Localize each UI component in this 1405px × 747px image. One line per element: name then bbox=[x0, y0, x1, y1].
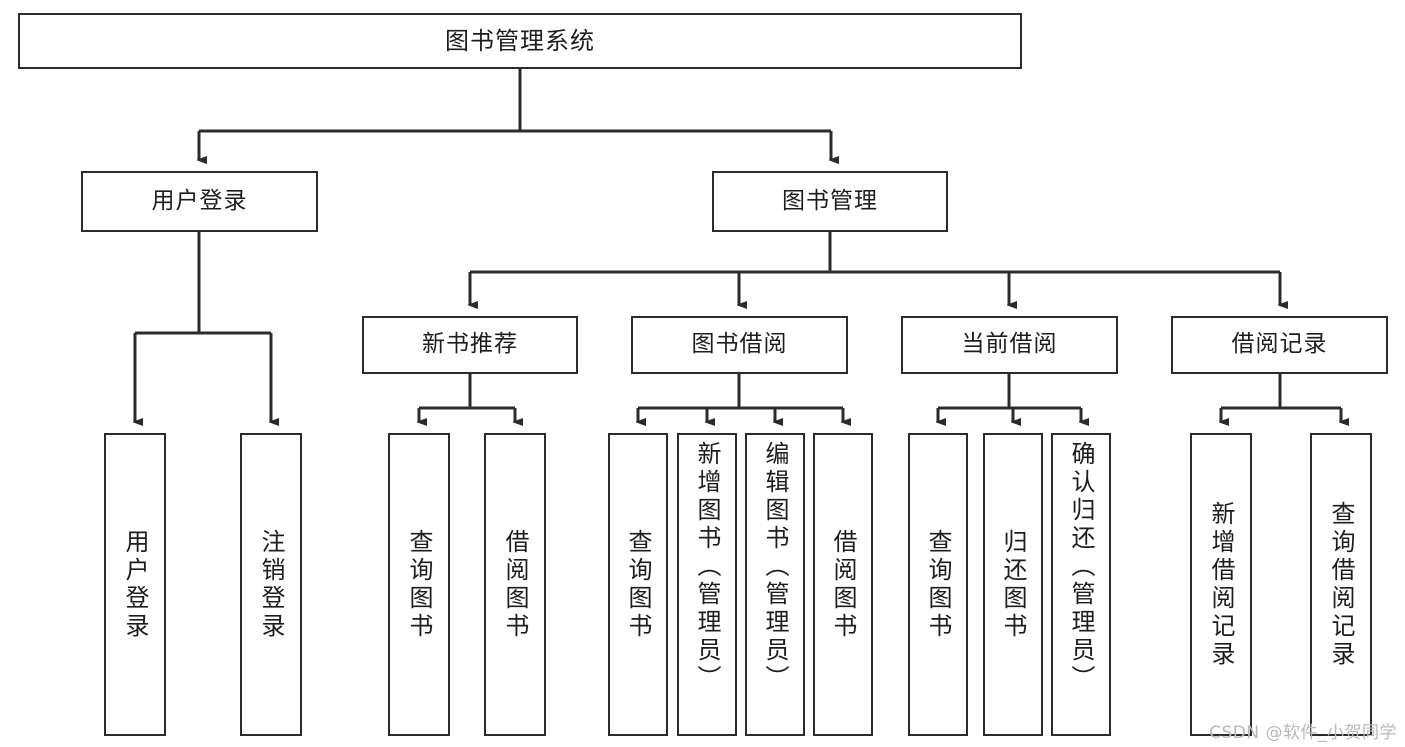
node-borrow-record[interactable]: 借阅记录 bbox=[1171, 316, 1388, 374]
leaf-confirm-return-admin[interactable]: 确认归还（管理员） bbox=[1051, 433, 1111, 736]
node-book-borrow-label: 图书借阅 bbox=[691, 331, 788, 358]
node-current-borrow-label: 当前借阅 bbox=[961, 331, 1058, 358]
leaf-add-borrow-record-label: 新增借阅记录 bbox=[1207, 500, 1235, 669]
leaf-query-borrow-record-label: 查询借阅记录 bbox=[1327, 500, 1355, 669]
node-user-login-label: 用户登录 bbox=[151, 187, 248, 214]
leaf-return-book[interactable]: 归还图书 bbox=[983, 433, 1043, 736]
node-new-book-rec-label: 新书推荐 bbox=[422, 331, 518, 358]
node-book-borrow[interactable]: 图书借阅 bbox=[631, 316, 848, 374]
leaf-query-book-3-label: 查询图书 bbox=[924, 528, 952, 641]
node-user-login[interactable]: 用户登录 bbox=[81, 171, 318, 232]
node-root[interactable]: 图书管理系统 bbox=[18, 13, 1022, 69]
leaf-confirm-return-admin-label: 确认归还（管理员） bbox=[1067, 441, 1095, 693]
leaf-user-login[interactable]: 用户登录 bbox=[104, 433, 166, 736]
node-book-manage-label: 图书管理 bbox=[782, 187, 878, 214]
leaf-add-book-admin-label: 新增图书（管理员） bbox=[693, 441, 721, 693]
node-book-manage[interactable]: 图书管理 bbox=[712, 171, 948, 232]
leaf-query-book-2[interactable]: 查询图书 bbox=[608, 433, 668, 736]
leaf-edit-book-admin[interactable]: 编辑图书（管理员） bbox=[745, 433, 805, 736]
leaf-query-borrow-record[interactable]: 查询借阅记录 bbox=[1310, 433, 1372, 736]
leaf-query-book-3[interactable]: 查询图书 bbox=[908, 433, 968, 736]
watermark-text: CSDN @软件_小贺同学 bbox=[1209, 723, 1397, 743]
leaf-add-borrow-record[interactable]: 新增借阅记录 bbox=[1190, 433, 1252, 736]
leaf-borrow-book-1-label: 借阅图书 bbox=[501, 528, 529, 641]
node-root-label: 图书管理系统 bbox=[445, 26, 595, 55]
leaf-borrow-book-2[interactable]: 借阅图书 bbox=[813, 433, 873, 736]
leaf-user-logout-label: 注销登录 bbox=[257, 528, 285, 641]
node-new-book-rec[interactable]: 新书推荐 bbox=[362, 316, 578, 374]
node-current-borrow[interactable]: 当前借阅 bbox=[901, 316, 1118, 374]
leaf-borrow-book-2-label: 借阅图书 bbox=[829, 528, 857, 641]
leaf-user-logout[interactable]: 注销登录 bbox=[240, 433, 302, 736]
leaf-query-book-1-label: 查询图书 bbox=[405, 528, 433, 641]
leaf-return-book-label: 归还图书 bbox=[999, 528, 1027, 641]
leaf-borrow-book-1[interactable]: 借阅图书 bbox=[484, 433, 546, 736]
leaf-edit-book-admin-label: 编辑图书（管理员） bbox=[761, 441, 789, 693]
leaf-user-login-label: 用户登录 bbox=[121, 528, 149, 641]
leaf-query-book-2-label: 查询图书 bbox=[624, 528, 652, 641]
leaf-query-book-1[interactable]: 查询图书 bbox=[388, 433, 450, 736]
leaf-add-book-admin[interactable]: 新增图书（管理员） bbox=[677, 433, 737, 736]
node-borrow-record-label: 借阅记录 bbox=[1231, 331, 1328, 358]
